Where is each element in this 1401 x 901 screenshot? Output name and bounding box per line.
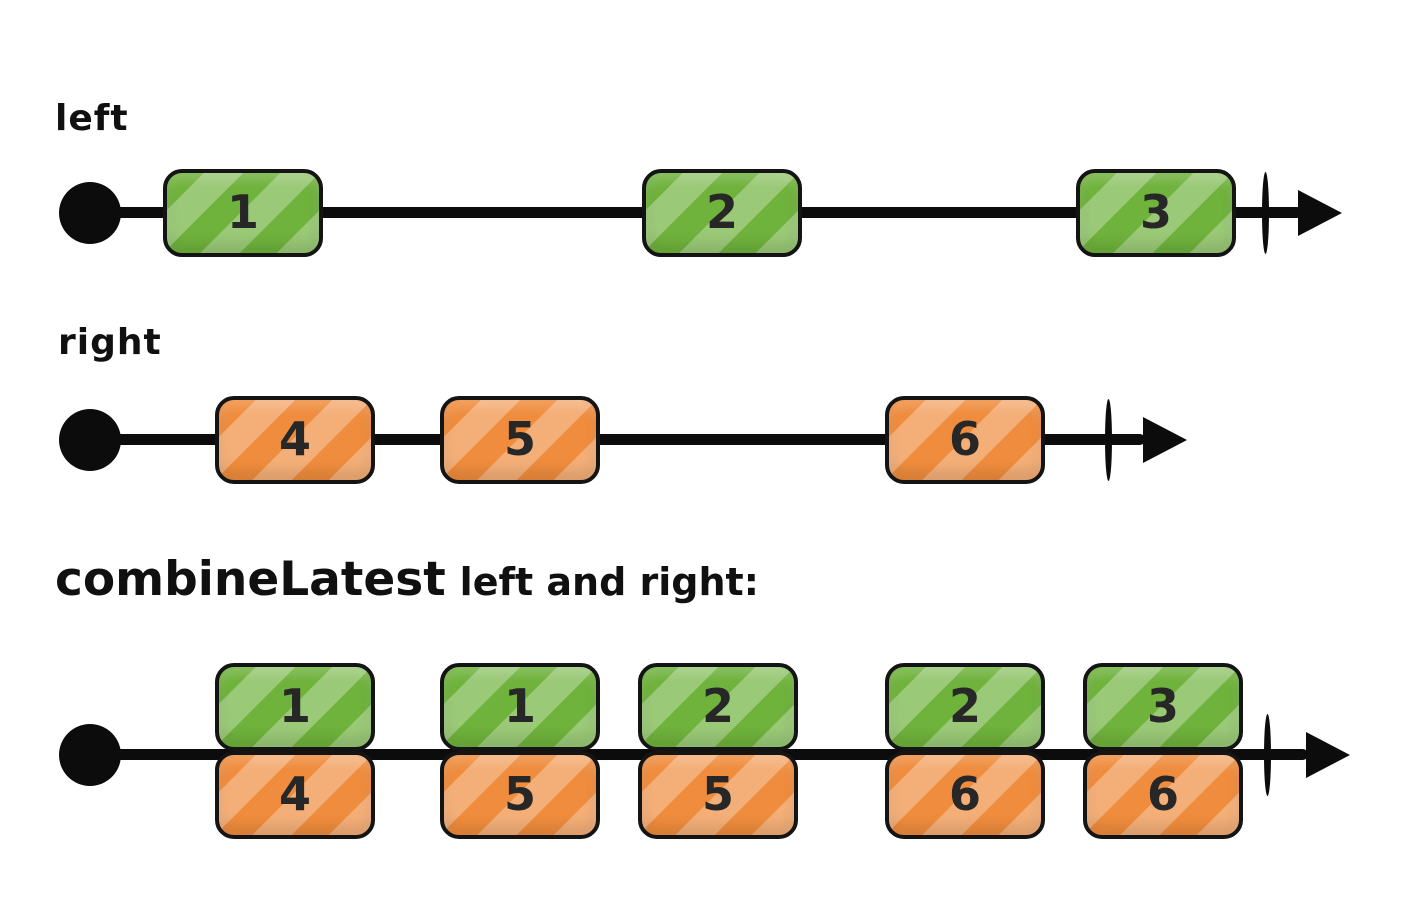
- marble-value: 1: [503, 679, 536, 733]
- marble-right-4: 4: [215, 396, 375, 484]
- operator-name: combineLatest: [55, 552, 446, 607]
- marble-value: 4: [278, 767, 311, 821]
- stream-label-right: right: [58, 322, 162, 363]
- diagram-title: combineLatest left and right:: [55, 552, 759, 607]
- timeline-end-tick: [1105, 399, 1112, 481]
- marble-value: 2: [705, 185, 738, 239]
- marble-right-5: 5: [440, 396, 600, 484]
- marble-left-2: 2: [642, 169, 802, 257]
- stream-label-left: left: [55, 98, 129, 139]
- result-pair-2-left: 1: [440, 663, 600, 751]
- result-pair-3-right: 5: [638, 751, 798, 839]
- timeline-start-dot: [59, 182, 121, 244]
- marble-left-1: 1: [163, 169, 323, 257]
- marble-value: 3: [1146, 679, 1179, 733]
- marble-value: 1: [278, 679, 311, 733]
- result-pair-1-left: 1: [215, 663, 375, 751]
- result-pair-4-left: 2: [885, 663, 1045, 751]
- marble-value: 6: [948, 767, 981, 821]
- timeline-start-dot: [59, 724, 121, 786]
- marble-value: 6: [1146, 767, 1179, 821]
- timeline-start-dot: [59, 409, 121, 471]
- title-suffix: left and right:: [459, 560, 759, 604]
- marble-value: 5: [503, 767, 536, 821]
- timeline-arrow-icon: [1143, 417, 1187, 463]
- timeline-end-tick: [1262, 172, 1269, 254]
- marble-value: 2: [701, 679, 734, 733]
- marble-value: 2: [948, 679, 981, 733]
- result-pair-5-left: 3: [1083, 663, 1243, 751]
- result-pair-4-right: 6: [885, 751, 1045, 839]
- marble-right-6: 6: [885, 396, 1045, 484]
- timeline-arrow-icon: [1298, 190, 1342, 236]
- marble-value: 5: [503, 412, 536, 466]
- result-pair-5-right: 6: [1083, 751, 1243, 839]
- timeline-end-tick: [1264, 714, 1271, 796]
- result-pair-3-left: 2: [638, 663, 798, 751]
- result-pair-2-right: 5: [440, 751, 600, 839]
- marble-value: 3: [1139, 185, 1172, 239]
- marble-value: 5: [701, 767, 734, 821]
- marble-value: 1: [226, 185, 259, 239]
- marble-value: 6: [948, 412, 981, 466]
- timeline-line: [90, 434, 1145, 445]
- result-pair-1-right: 4: [215, 751, 375, 839]
- marble-value: 4: [278, 412, 311, 466]
- marble-left-3: 3: [1076, 169, 1236, 257]
- timeline-arrow-icon: [1306, 732, 1350, 778]
